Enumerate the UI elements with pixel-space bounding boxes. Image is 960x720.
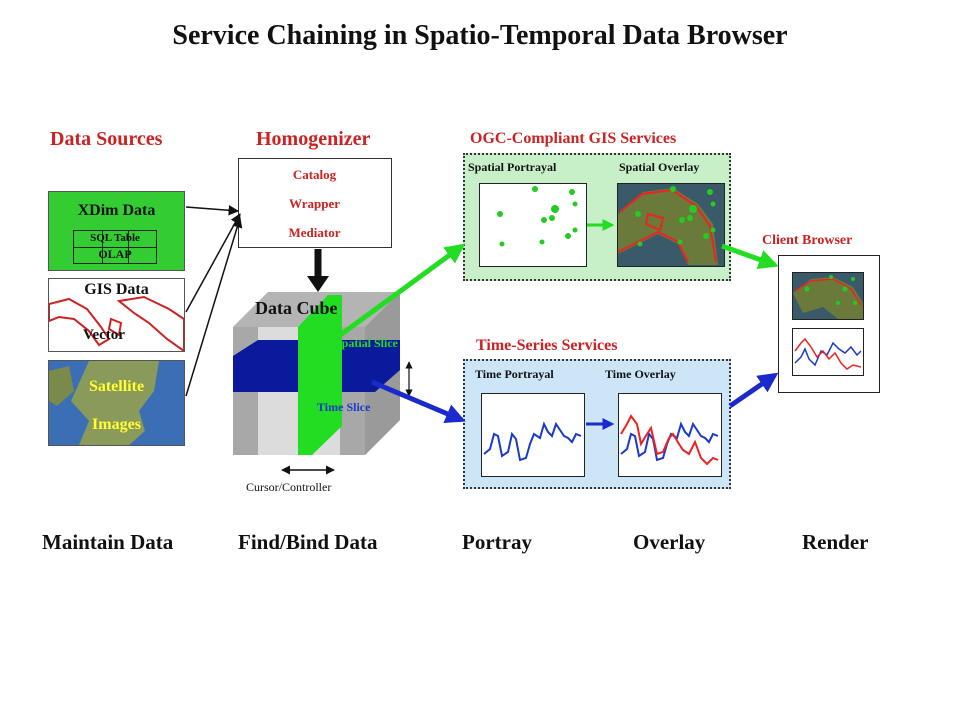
- spatial-portrayal-view: [479, 183, 587, 267]
- client-browser-box: [778, 255, 880, 393]
- time-series-panel: Time Portrayal Time Overlay: [463, 359, 731, 489]
- time-overlay-lines: [620, 414, 719, 466]
- time-overlay-label: Time Overlay: [605, 367, 676, 381]
- xdim-label: XDim Data: [77, 202, 156, 219]
- stage-overlay: Overlay: [633, 530, 706, 554]
- ogc-services-panel: Spatial Portrayal Spatial Overlay: [463, 153, 731, 281]
- stage-portray: Portray: [462, 530, 532, 554]
- header-homogenizer: Homogenizer: [256, 128, 371, 150]
- satellite-data-source: Satellite Images: [48, 360, 185, 446]
- arrow-cube-to-timeseries: [371, 379, 466, 423]
- xdim-data-source: XDim Data SQL Table OLAP: [48, 191, 185, 271]
- arrow-cube-to-ogc: [326, 243, 466, 347]
- satellite-label-1: Satellite: [88, 378, 145, 395]
- time-slice-label: Time Slice: [317, 400, 371, 414]
- header-data-sources: Data Sources: [50, 128, 163, 150]
- cursor-controller-label: Cursor/Controller: [246, 480, 332, 494]
- gis-data-source: GIS Data Vector: [48, 278, 185, 352]
- spatial-slice: [298, 295, 342, 455]
- spatial-overlay-label: Spatial Overlay: [619, 160, 700, 174]
- vector-label: Vector: [83, 327, 125, 343]
- stage-maintain-data: Maintain Data: [42, 530, 174, 554]
- olap-label: OLAP: [98, 247, 132, 261]
- client-map-view: [792, 272, 864, 320]
- client-chart-lines: [794, 337, 862, 370]
- spatial-overlay-view: [617, 183, 725, 267]
- sql-table-label: SQL Table: [90, 232, 140, 244]
- time-portrayal-label: Time Portrayal: [475, 367, 554, 381]
- homogenizer-wrapper: Wrapper: [288, 196, 341, 211]
- homogenizer-catalog: Catalog: [292, 167, 337, 182]
- client-chart-view: [792, 328, 864, 376]
- client-map-image: [793, 275, 863, 319]
- homogenizer-mediator: Mediator: [288, 225, 341, 240]
- diagram-title: Service Chaining in Spatio-Temporal Data…: [172, 20, 788, 51]
- stage-find-bind-data: Find/Bind Data: [238, 530, 378, 554]
- header-time-series: Time-Series Services: [476, 337, 618, 354]
- spatial-slice-label: Spatial Slice: [335, 336, 399, 350]
- time-portrayal-line: [483, 421, 582, 462]
- xdim-table-grid: SQL Table OLAP: [73, 230, 157, 264]
- gis-vector-map: [49, 295, 184, 351]
- header-client-browser: Client Browser: [762, 233, 853, 248]
- arrow-ts-to-client: [728, 372, 779, 409]
- gis-label: GIS Data: [84, 281, 149, 298]
- spatial-overlay-map: [618, 186, 718, 265]
- time-portrayal-view: [481, 393, 585, 477]
- data-cube-label: Data Cube: [255, 298, 338, 318]
- satellite-image: [49, 361, 159, 445]
- arrow-xdim-to-homogenizer: [185, 205, 240, 216]
- stage-render: Render: [802, 530, 869, 554]
- time-overlay-view: [618, 393, 722, 477]
- homogenizer-box: Catalog Wrapper Mediator: [238, 158, 392, 248]
- spatial-portrayal-label: Spatial Portrayal: [468, 160, 557, 174]
- spatial-portrayal-points: [497, 186, 578, 247]
- header-ogc: OGC-Compliant GIS Services: [470, 130, 677, 147]
- arrow-satellite-to-homogenizer: [185, 216, 243, 397]
- arrow-gis-to-homogenizer: [185, 213, 241, 313]
- satellite-label-2: Images: [92, 416, 141, 433]
